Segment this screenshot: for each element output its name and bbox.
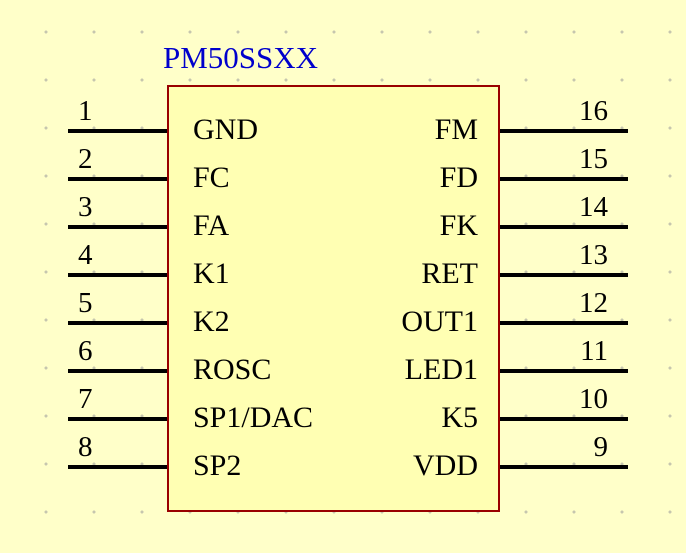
pin-line[interactable] [500,129,628,133]
pin-line[interactable] [68,273,167,277]
pin-label: K5 [441,401,478,434]
pin-line[interactable] [68,129,167,133]
pin-label: K2 [193,305,230,338]
pin-label: RET [421,257,478,290]
pin-number: 12 [579,287,608,319]
pin-line[interactable] [500,417,628,421]
pin-number: 8 [78,431,93,463]
pin-number: 11 [580,335,608,367]
pin-label: FM [434,113,478,146]
pin-line[interactable] [68,369,167,373]
pin-label: OUT1 [401,305,478,338]
pin-number: 9 [593,431,609,463]
pin-number: 7 [78,383,93,415]
pin-label: FK [439,209,478,242]
pin-line[interactable] [68,465,167,469]
component-title[interactable]: PM50SSXX [163,40,319,75]
pin-label: K1 [193,257,230,290]
pin-label: SP1/DAC [193,401,314,434]
pin-label: FA [193,209,230,242]
pin-number: 4 [78,239,93,271]
pin-number: 14 [579,191,608,223]
pin-number: 6 [78,335,93,367]
pin-number: 10 [579,383,608,415]
pin-number: 16 [579,95,608,127]
pin-line[interactable] [500,225,628,229]
component-body[interactable] [167,85,500,512]
pin-line[interactable] [500,465,628,469]
pin-label: ROSC [193,353,272,386]
pin-line[interactable] [68,225,167,229]
pin-line[interactable] [500,369,628,373]
pin-label: FD [439,161,478,194]
pin-label: GND [193,113,258,146]
pin-line[interactable] [500,177,628,181]
pin-line[interactable] [500,273,628,277]
pin-label: VDD [413,449,478,482]
pin-label: SP2 [193,449,242,482]
pin-line[interactable] [68,321,167,325]
pin-label: FC [193,161,230,194]
pin-line[interactable] [500,321,628,325]
pin-label: LED1 [404,353,478,386]
pin-number: 1 [78,95,93,127]
pin-line[interactable] [68,177,167,181]
pin-number: 3 [78,191,93,223]
pin-number: 5 [78,287,93,319]
pin-number: 15 [579,143,608,175]
pin-number: 13 [579,239,608,271]
pin-number: 2 [78,143,93,175]
pin-line[interactable] [68,417,167,421]
